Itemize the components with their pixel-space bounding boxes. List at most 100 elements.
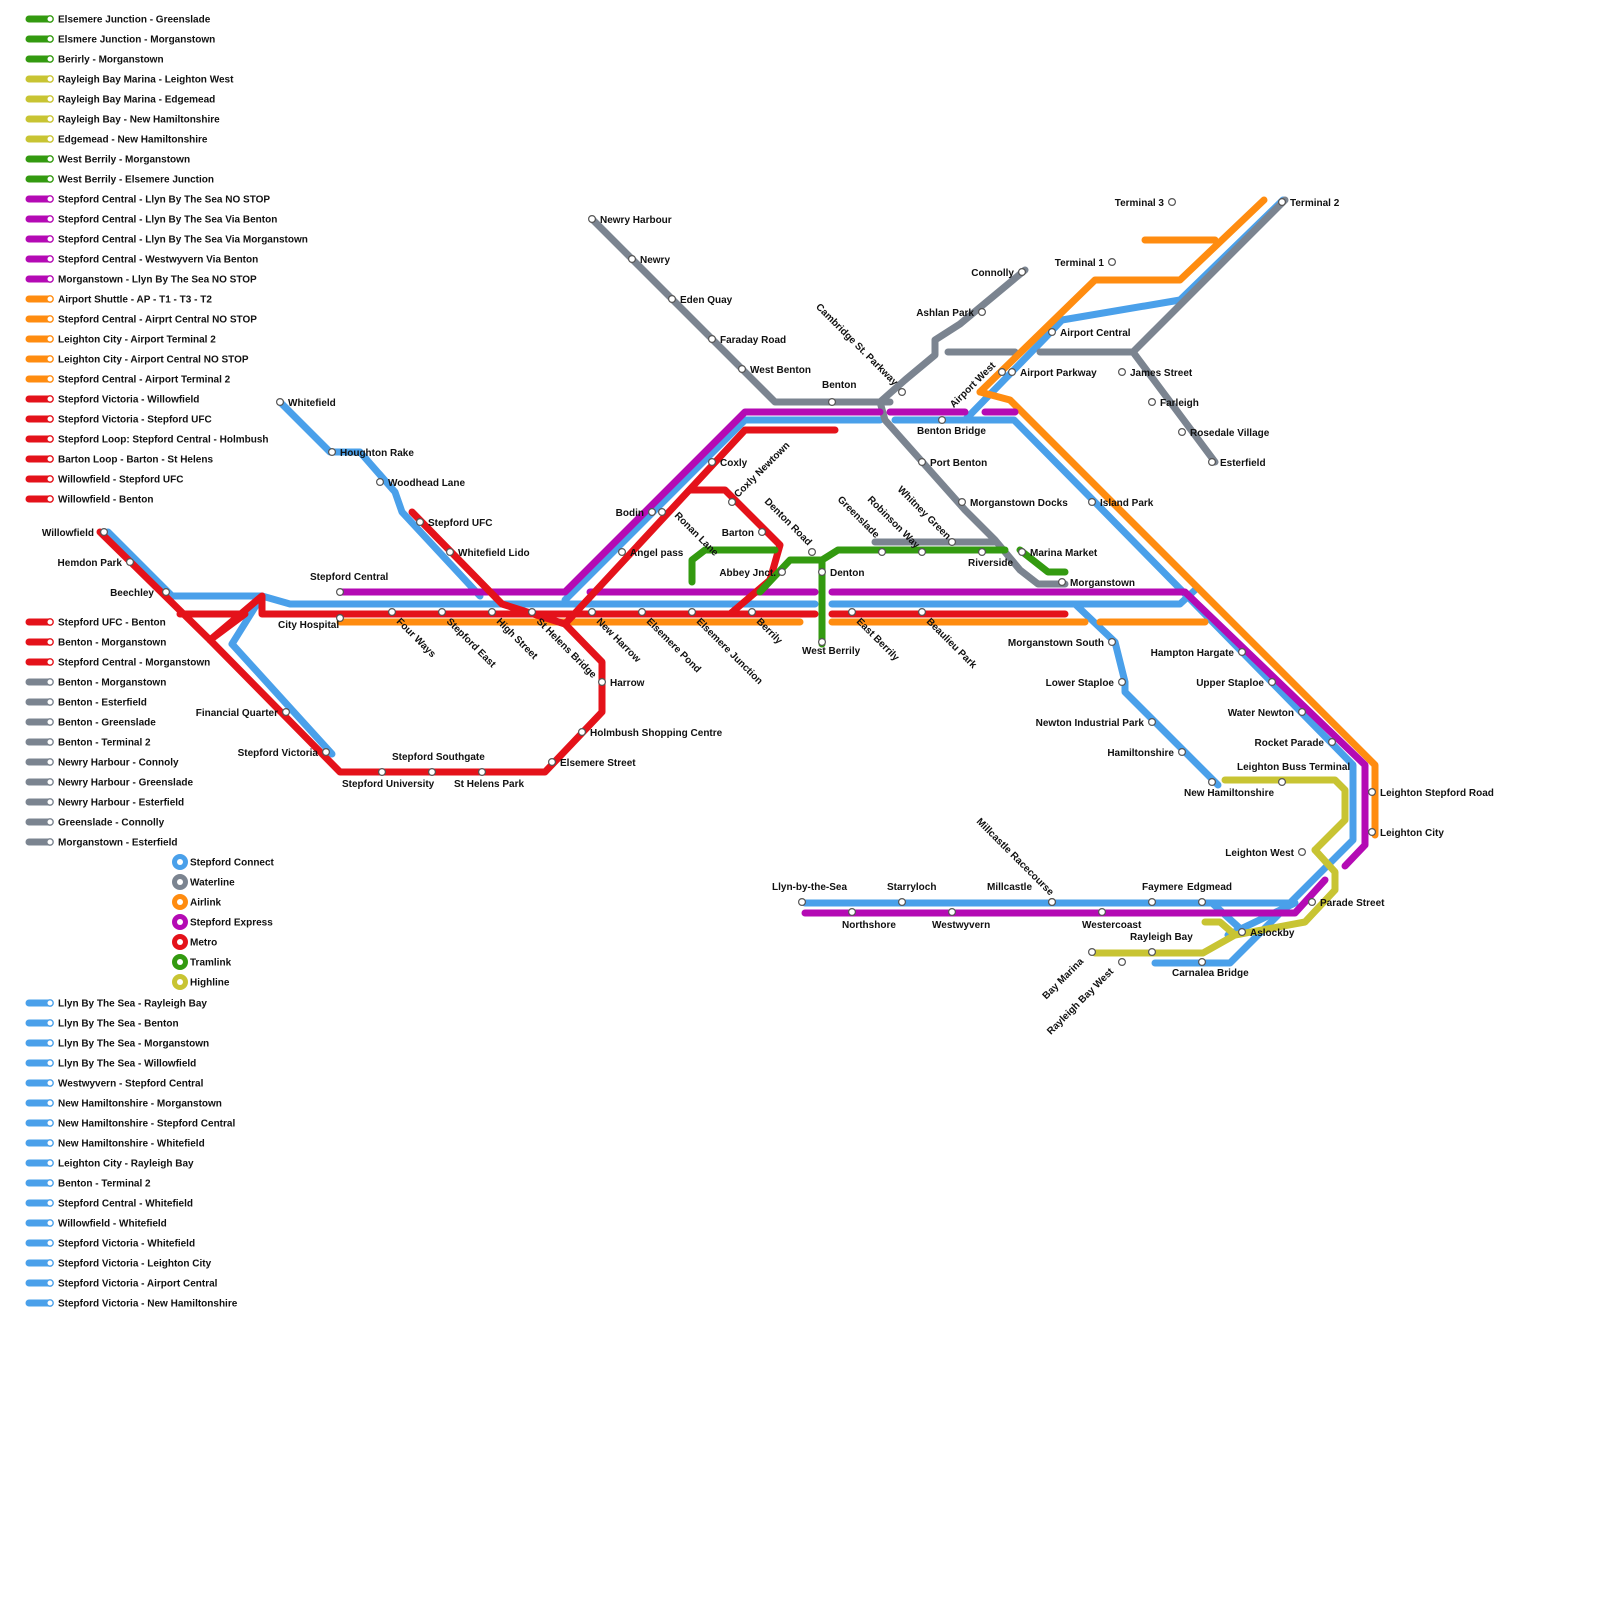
station-stepford-victoria[interactable]: Stepford Victoria bbox=[238, 748, 330, 759]
station-marker[interactable] bbox=[1279, 199, 1286, 206]
legend-line-highline[interactable]: Highline bbox=[172, 974, 230, 990]
station-marker[interactable] bbox=[1199, 899, 1206, 906]
station-marker[interactable] bbox=[849, 609, 856, 616]
station-marker[interactable] bbox=[277, 399, 284, 406]
station-marker[interactable] bbox=[529, 609, 536, 616]
legend-route-row[interactable]: Benton - Greenslade bbox=[29, 718, 156, 729]
station-marker[interactable] bbox=[1279, 779, 1286, 786]
station-marker[interactable] bbox=[919, 459, 926, 466]
legend-route-row[interactable]: Stepford Central - Morganstown bbox=[29, 658, 210, 669]
legend-route-row[interactable]: Newry Harbour - Esterfield bbox=[29, 798, 184, 809]
station-marker[interactable] bbox=[949, 539, 956, 546]
station-marker[interactable] bbox=[1329, 739, 1336, 746]
station-marker[interactable] bbox=[1149, 719, 1156, 726]
legend-route-row[interactable]: Stepford Central - Whitefield bbox=[29, 1199, 193, 1210]
legend-route-row[interactable]: Leighton City - Airport Central NO STOP bbox=[29, 355, 249, 366]
legend-route-row[interactable]: West Berrily - Morganstown bbox=[29, 155, 190, 166]
station-marker[interactable] bbox=[447, 549, 454, 556]
legend-route-row[interactable]: Benton - Terminal 2 bbox=[29, 738, 151, 749]
station-coxly-newtown[interactable]: Coxly Newtown bbox=[729, 440, 793, 505]
legend-route-row[interactable]: Leighton City - Airport Terminal 2 bbox=[29, 335, 216, 346]
station-marker[interactable] bbox=[589, 216, 596, 223]
legend-route-row[interactable]: Willowfield - Stepford UFC bbox=[29, 475, 183, 486]
station-marker[interactable] bbox=[829, 399, 836, 406]
legend-route-row[interactable]: Stepford Victoria - Willowfield bbox=[29, 395, 199, 406]
station-water-newton[interactable]: Water Newton bbox=[1228, 708, 1306, 719]
station-marker[interactable] bbox=[1149, 399, 1156, 406]
station-marker[interactable] bbox=[101, 529, 108, 536]
station-leighton-city[interactable]: Leighton City bbox=[1369, 828, 1445, 839]
station-hemdon-park[interactable]: Hemdon Park bbox=[58, 558, 134, 569]
legend-route-row[interactable]: Westwyvern - Stepford Central bbox=[29, 1079, 204, 1090]
station-marker[interactable] bbox=[799, 899, 806, 906]
station-marker[interactable] bbox=[779, 569, 786, 576]
legend-route-row[interactable]: Elsemere Junction - Greenslade bbox=[29, 15, 211, 26]
station-woodhead-lane[interactable]: Woodhead Lane bbox=[377, 478, 466, 489]
station-morganstown-south[interactable]: Morganstown South bbox=[1008, 638, 1116, 649]
station-marker[interactable] bbox=[949, 909, 956, 916]
legend-route-row[interactable]: New Hamiltonshire - Stepford Central bbox=[29, 1119, 235, 1130]
legend-route-row[interactable]: Stepford Victoria - Stepford UFC bbox=[29, 415, 212, 426]
station-marker[interactable] bbox=[959, 499, 966, 506]
legend-route-row[interactable]: Stepford Central - Airprt Central NO STO… bbox=[29, 315, 257, 326]
station-marker[interactable] bbox=[1049, 329, 1056, 336]
legend-route-row[interactable]: Stepford Central - Llyn By The Sea Via M… bbox=[29, 235, 308, 246]
legend-route-row[interactable]: Barton Loop - Barton - St Helens bbox=[29, 455, 213, 466]
station-marker[interactable] bbox=[1099, 909, 1106, 916]
legend-route-row[interactable]: Rayleigh Bay Marina - Edgemead bbox=[29, 95, 215, 106]
station-marker[interactable] bbox=[579, 729, 586, 736]
station-marker[interactable] bbox=[1239, 649, 1246, 656]
station-newry-harbour[interactable]: Newry Harbour bbox=[589, 215, 672, 226]
station-marker[interactable] bbox=[919, 549, 926, 556]
legend-route-row[interactable]: Berirly - Morganstown bbox=[29, 55, 164, 66]
station-marker[interactable] bbox=[549, 759, 556, 766]
station-financial-quarter[interactable]: Financial Quarter bbox=[196, 708, 290, 719]
station-marker[interactable] bbox=[417, 519, 424, 526]
legend-route-row[interactable]: Stepford Central - Westwyvern Via Benton bbox=[29, 255, 258, 266]
legend-route-row[interactable]: Elsmere Junction - Morganstown bbox=[29, 35, 215, 46]
legend-route-row[interactable]: Rayleigh Bay - New Hamiltonshire bbox=[29, 115, 220, 126]
station-marker[interactable] bbox=[1199, 959, 1206, 966]
station-west-benton[interactable]: West Benton bbox=[739, 365, 811, 376]
legend-line-stepford-connect[interactable]: Stepford Connect bbox=[172, 854, 275, 870]
station-morganstown[interactable]: Morganstown bbox=[1059, 578, 1135, 589]
station-newton-industrial-park[interactable]: Newton Industrial Park bbox=[1036, 718, 1156, 729]
legend-route-row[interactable]: Stepford Victoria - New Hamiltonshire bbox=[29, 1299, 238, 1310]
legend-line-metro[interactable]: Metro bbox=[172, 934, 217, 950]
station-marker[interactable] bbox=[939, 417, 946, 424]
station-marina-market[interactable]: Marina Market bbox=[1019, 548, 1098, 559]
station-airport-parkway[interactable]: Airport Parkway bbox=[1009, 368, 1098, 379]
station-marker[interactable] bbox=[1019, 549, 1026, 556]
station-rayleigh-bay-west[interactable]: Rayleigh Bay West bbox=[1045, 959, 1125, 1038]
station-marker[interactable] bbox=[1119, 679, 1126, 686]
station-upper-staploe[interactable]: Upper Staploe bbox=[1196, 678, 1275, 689]
station-marker[interactable] bbox=[1119, 369, 1126, 376]
station-leighton-stepford-road[interactable]: Leighton Stepford Road bbox=[1369, 788, 1494, 799]
station-marker[interactable] bbox=[1149, 949, 1156, 956]
legend-route-row[interactable]: Llyn By The Sea - Willowfield bbox=[29, 1059, 196, 1070]
station-marker[interactable] bbox=[819, 569, 826, 576]
legend-route-row[interactable]: Stepford Loop: Stepford Central - Holmbu… bbox=[29, 435, 269, 446]
station-marker[interactable] bbox=[1119, 959, 1126, 966]
station-parade-street[interactable]: Parade Street bbox=[1309, 898, 1386, 909]
station-marker[interactable] bbox=[749, 609, 756, 616]
station-marker[interactable] bbox=[899, 389, 906, 396]
station-marker[interactable] bbox=[1109, 259, 1116, 266]
station-marker[interactable] bbox=[163, 589, 170, 596]
station-marker[interactable] bbox=[1269, 679, 1276, 686]
station-marker[interactable] bbox=[1209, 459, 1216, 466]
legend-route-row[interactable]: Willowfield - Whitefield bbox=[29, 1219, 167, 1230]
station-marker[interactable] bbox=[379, 769, 386, 776]
station-elsemere-street[interactable]: Elsemere Street bbox=[549, 758, 637, 769]
station-marker[interactable] bbox=[439, 609, 446, 616]
station-marker[interactable] bbox=[479, 769, 486, 776]
station-marker[interactable] bbox=[127, 559, 134, 566]
station-marker[interactable] bbox=[1169, 199, 1176, 206]
station-marker[interactable] bbox=[1309, 899, 1316, 906]
legend-route-row[interactable]: West Berrily - Elsemere Junction bbox=[29, 175, 214, 186]
station-marker[interactable] bbox=[1149, 899, 1156, 906]
legend-route-row[interactable]: Leighton City - Rayleigh Bay bbox=[29, 1159, 194, 1170]
legend-route-row[interactable]: Llyn By The Sea - Rayleigh Bay bbox=[29, 999, 207, 1010]
legend-route-row[interactable]: Newry Harbour - Connoly bbox=[29, 758, 179, 769]
station-marker[interactable] bbox=[429, 769, 436, 776]
